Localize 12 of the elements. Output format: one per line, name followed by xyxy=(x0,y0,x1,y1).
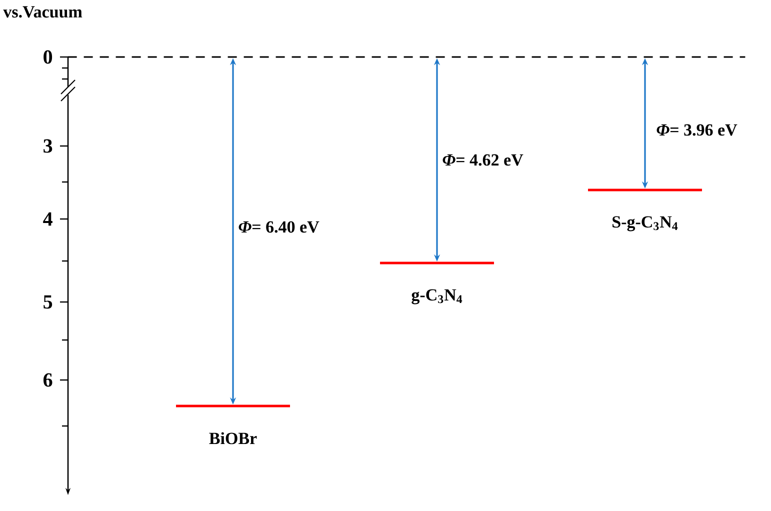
material-label: S-g-C$_{3}$N$_{4}$ xyxy=(612,216,678,232)
tick-label: 3 xyxy=(44,139,52,153)
tick-label: 5 xyxy=(44,295,52,309)
edge-label: Φ= 6.40 eV xyxy=(237,220,320,234)
tick-label: 4 xyxy=(43,212,52,226)
edge-label: Φ= 3.96 eV xyxy=(655,123,738,137)
tick-label: 6 xyxy=(44,373,52,387)
axis-title: vs.Vacuum xyxy=(3,6,82,18)
material-label: g-C$_{3}$N$_{4}$ xyxy=(412,289,462,304)
vacuum-level-line xyxy=(68,56,746,58)
edge-label: Φ= 4.62 eV xyxy=(441,153,524,167)
material-label: BiOBr xyxy=(209,432,257,444)
